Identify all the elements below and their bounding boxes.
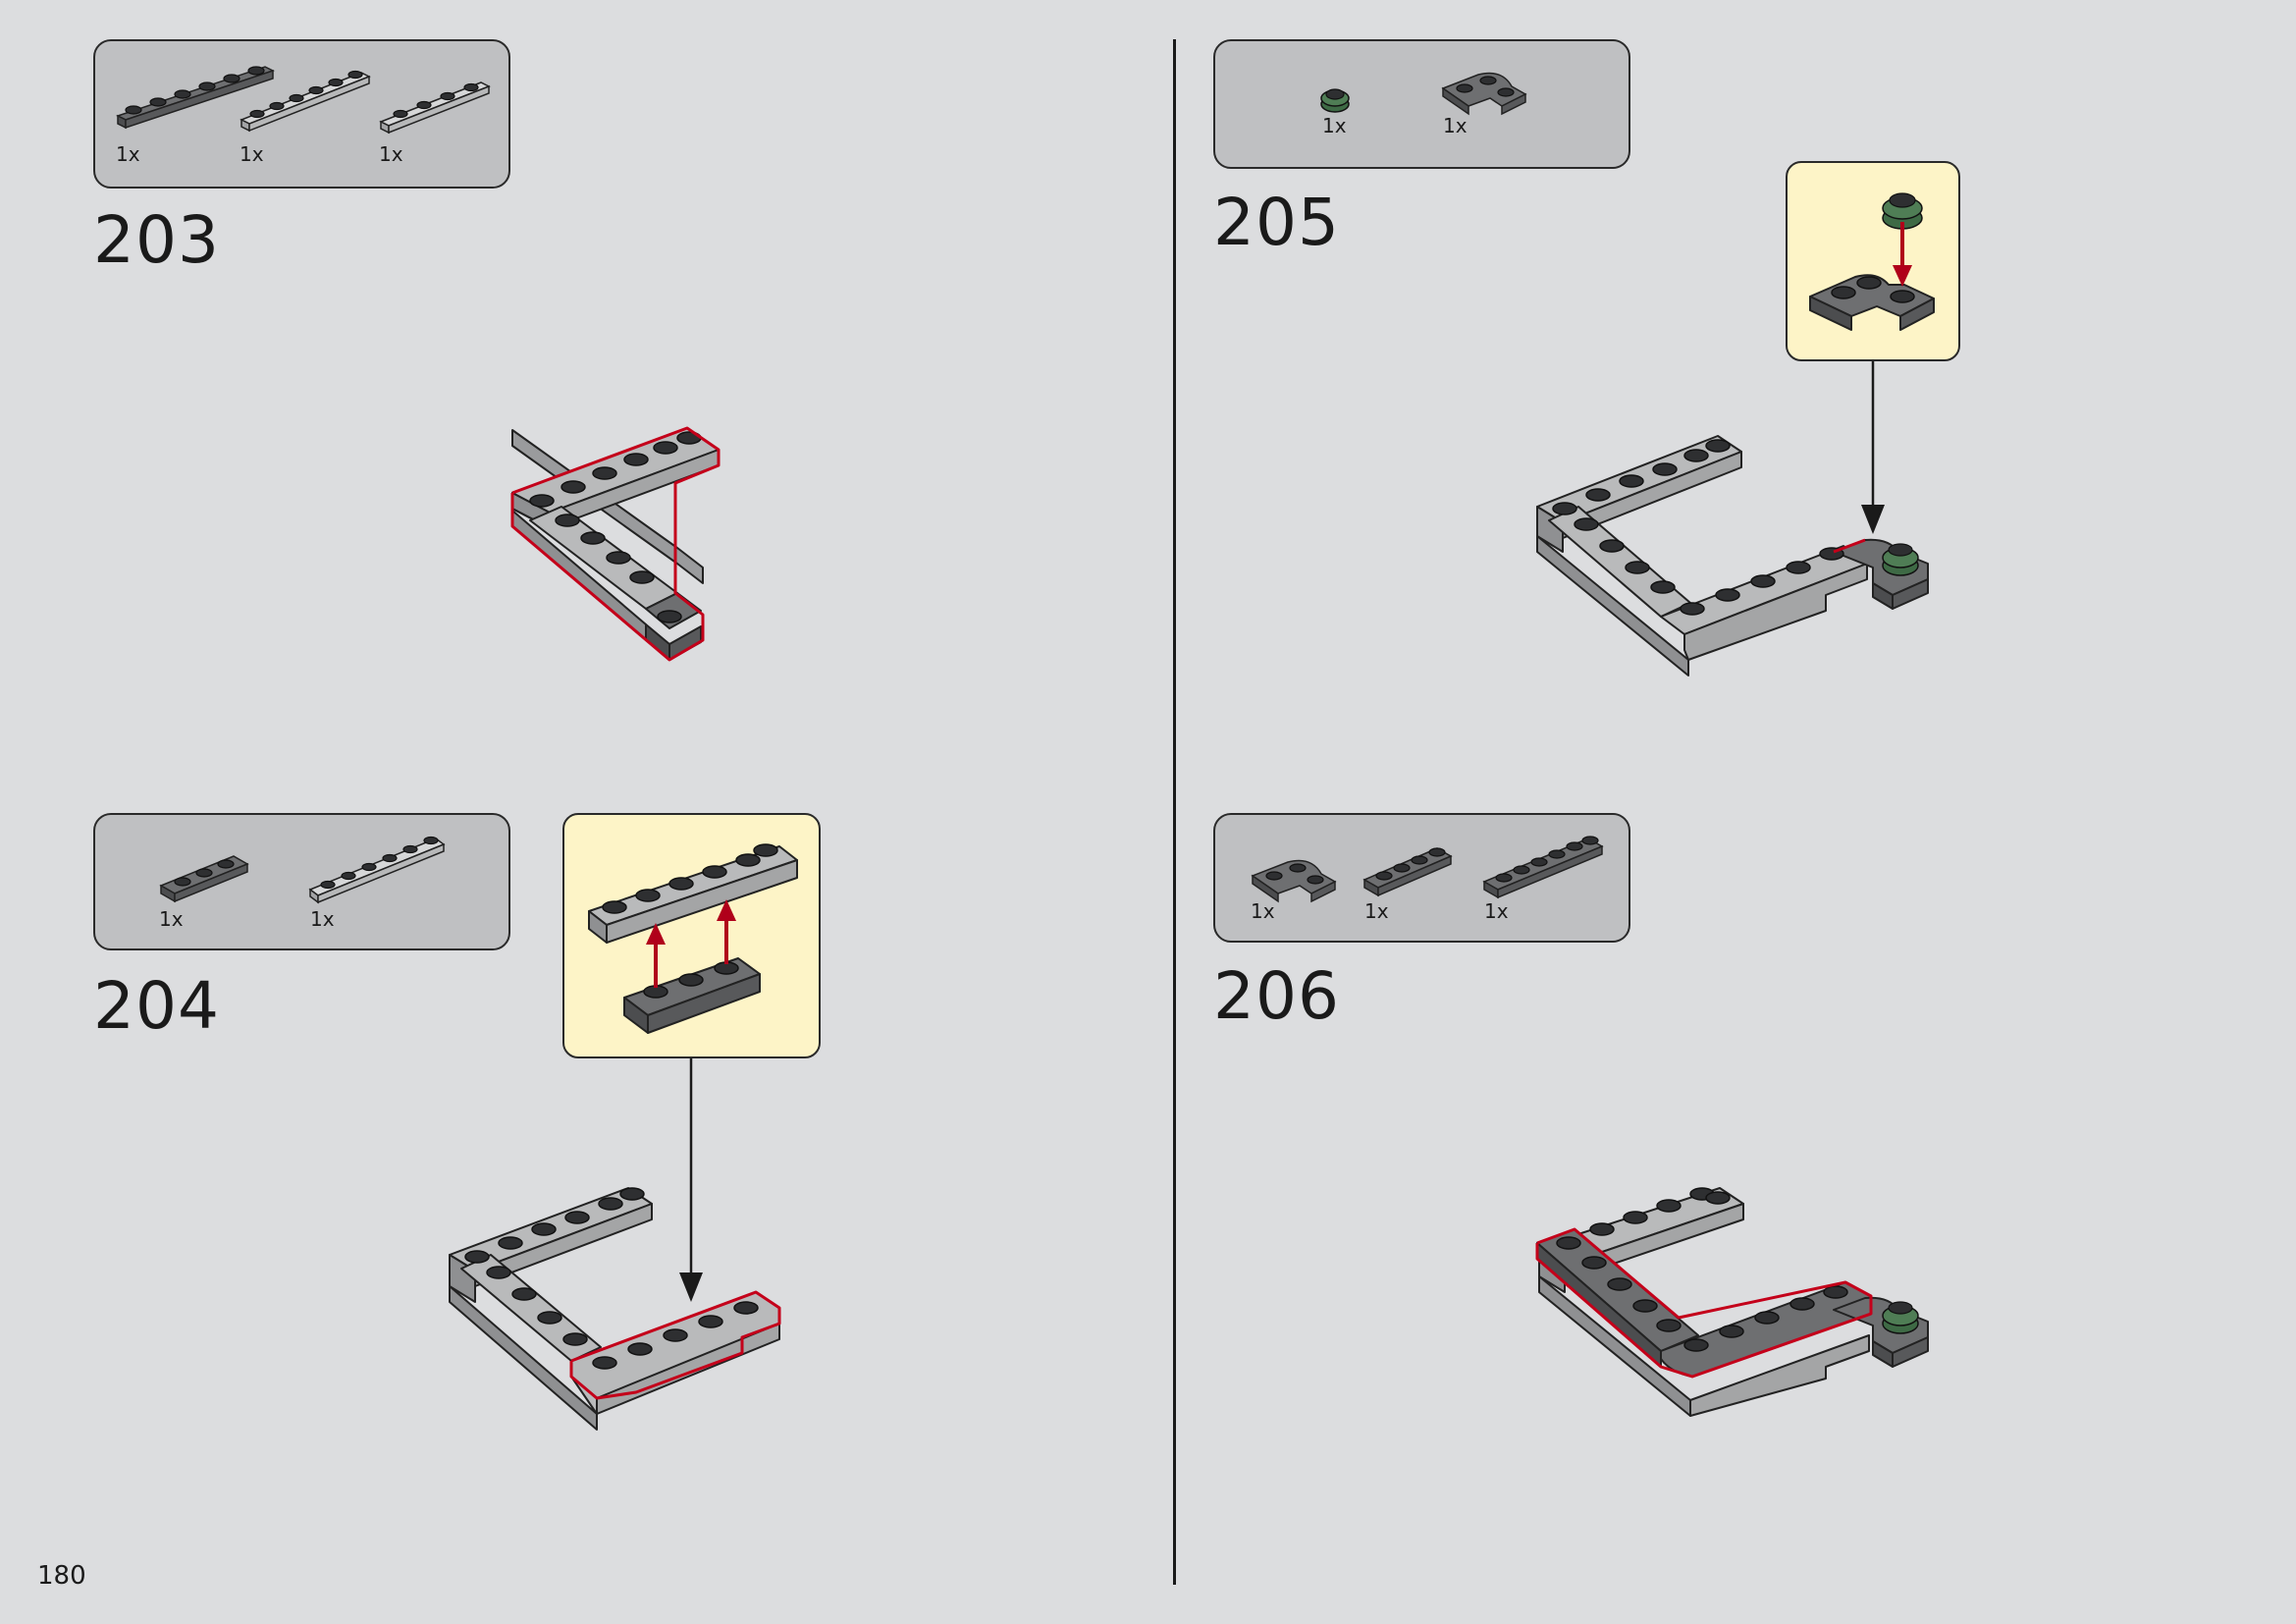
plate-1x4-dark-icon	[1362, 847, 1453, 897]
page-number: 180	[37, 1561, 86, 1591]
round-plate-green-icon	[1882, 192, 1923, 230]
part-qty: 1x	[240, 142, 264, 166]
part-qty: 1x	[116, 142, 140, 166]
plate-1x6-light-icon	[240, 70, 371, 133]
part-qty: 1x	[1251, 899, 1275, 923]
assembly-arrow-red	[1893, 222, 1912, 287]
plate-1x6-dark-icon	[1482, 836, 1604, 899]
parts-panel-205	[1213, 39, 1630, 169]
step-number: 204	[93, 968, 220, 1044]
new-part-highlight	[1535, 1227, 1873, 1379]
round-plate-green-icon	[1882, 543, 1919, 576]
plate-1x6-light-icon	[308, 836, 446, 904]
new-part-highlight	[510, 426, 721, 662]
corner-plate-round-dark-icon	[1251, 859, 1337, 903]
plate-1x4-light-icon	[379, 81, 491, 135]
part-qty: 1x	[159, 907, 184, 931]
step-number: 205	[1213, 185, 1340, 260]
plate-1x3-dark-icon	[159, 855, 249, 903]
assembly-arrow-red	[646, 899, 736, 988]
plate-1x6-dark-icon	[116, 66, 275, 130]
placement-arrow	[679, 1272, 703, 1302]
step-number: 206	[1213, 958, 1340, 1034]
part-qty: 1x	[310, 907, 335, 931]
corner-plate-round-dark-icon	[1441, 72, 1527, 116]
step-number: 203	[93, 202, 220, 278]
round-plate-green-icon	[1320, 88, 1350, 113]
new-part-highlight	[1833, 538, 1866, 554]
round-plate-green-icon	[1882, 1301, 1919, 1334]
sub-assembly-callout-205	[1786, 161, 1960, 361]
part-qty: 1x	[1484, 899, 1509, 923]
part-qty: 1x	[1322, 114, 1347, 137]
part-qty: 1x	[379, 142, 403, 166]
parts-panel-204	[93, 813, 510, 950]
part-qty: 1x	[1364, 899, 1389, 923]
page-divider	[1173, 39, 1176, 1585]
placement-arrow	[1861, 505, 1885, 534]
part-qty: 1x	[1443, 114, 1468, 137]
new-part-highlight	[569, 1290, 781, 1400]
